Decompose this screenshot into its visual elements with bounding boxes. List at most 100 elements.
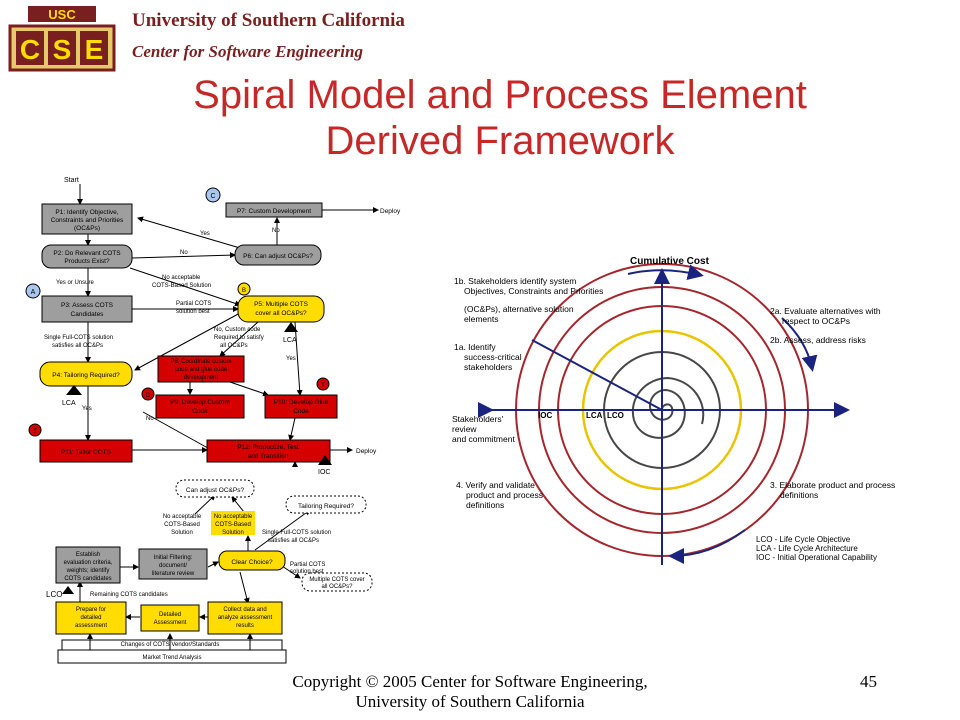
cumulative-cost-label: Cumulative Cost xyxy=(630,256,710,267)
filtering-box xyxy=(138,548,208,580)
p6-label: P6: Can adjust OC&Ps? xyxy=(243,253,313,260)
direction-arrow-bottom xyxy=(668,529,746,564)
edge-partial-1: Partial COTS xyxy=(176,301,211,307)
p11-label: P11: Tailor COTS xyxy=(61,449,112,456)
lca-triangle-left xyxy=(66,385,82,395)
p4-label: P4: Tailoring Required? xyxy=(52,372,120,379)
single-2: satisfies all OC&Ps xyxy=(268,538,319,544)
direction-arrow-top xyxy=(627,264,704,281)
partial-2: solution best xyxy=(290,569,324,575)
p9-line-2: Code xyxy=(192,408,208,415)
lco-label: LCO xyxy=(46,590,62,599)
remaining-label: Remaining COTS candidates xyxy=(90,592,168,598)
axis-label-lco: LCO xyxy=(607,411,624,420)
no-acc-box-1: No acceptable xyxy=(214,514,253,520)
p5-box xyxy=(237,295,325,323)
legend-ioc: IOC - Initial Operational Capability xyxy=(756,553,877,562)
lca-label-right: LCA xyxy=(283,337,297,344)
edge-no-1: No xyxy=(272,228,280,234)
s1b-line-1: 1b. Stakeholders identify system xyxy=(454,276,576,286)
p7-label: P7: Custom Development xyxy=(237,208,311,215)
p1-box xyxy=(41,203,133,235)
lca-triangle-right xyxy=(284,322,298,332)
title-line-1: Spiral Model and Process Element xyxy=(193,73,807,117)
p8-line-2: code and glue code xyxy=(175,367,228,373)
inner-spiral xyxy=(631,376,705,439)
badge-t-2 xyxy=(316,377,330,391)
p1-line-2: Constraints and Priorities xyxy=(51,217,124,224)
collect-2: analyze assessment xyxy=(218,615,273,621)
s4-line-3: definitions xyxy=(466,500,504,510)
p9-line-1: P9: Develop Custom xyxy=(170,399,230,406)
market-box xyxy=(57,649,287,664)
p5-line-1: P5: Multiple COTS xyxy=(254,301,308,308)
edge-partial-2: solution best xyxy=(176,309,210,315)
prepare-1: Prepare for xyxy=(76,607,106,613)
p1-line-3: (OC&Ps) xyxy=(74,225,100,232)
s2-line-1: 2a. Evaluate alternatives with xyxy=(770,306,881,316)
edge-yes-1: Yes xyxy=(200,231,210,237)
badge-t-1-label: T xyxy=(33,429,37,435)
establish-box xyxy=(55,546,121,584)
edge-no-2: No xyxy=(180,250,188,256)
legend-lco: LCO - Life Cycle Objective xyxy=(756,535,851,544)
deploy-top: Deploy xyxy=(380,208,401,215)
badge-a xyxy=(25,283,41,299)
cse-logo: USC C S E xyxy=(8,6,116,72)
p6-box xyxy=(234,244,322,266)
establish-2: evaluation criteria, xyxy=(64,560,113,566)
collect-1: Collect data and xyxy=(223,607,266,613)
edge-yes-2: Yes xyxy=(286,356,296,362)
filtering-1: Initial Filtering: xyxy=(154,555,193,561)
s3-line-1: 3. Elaborate product and process xyxy=(770,480,895,490)
axis-label-lca: LCA xyxy=(586,411,603,420)
establish-4: COTS candidates xyxy=(64,576,111,582)
edge-no-acceptable-2: COTS-Based Solution xyxy=(152,283,211,289)
badge-t-2-label: T xyxy=(321,383,325,389)
prepare-box xyxy=(55,601,127,635)
copyright-line-2: University of Southern California xyxy=(355,692,585,711)
copyright: Copyright © 2005 Center for Software Eng… xyxy=(250,672,690,712)
no-acc-left-1: No acceptable xyxy=(163,514,202,520)
p11-box xyxy=(39,439,133,463)
s1a-line-2: success-critical xyxy=(464,352,522,362)
assessment-process-diagram: Can adjust OC&Ps? Tailoring Required? No… xyxy=(46,479,373,664)
ioc-triangle xyxy=(318,455,332,465)
no-acc-box-3: Solution xyxy=(222,530,244,536)
title-line-2: Derived Framework xyxy=(325,119,675,163)
p10-line-1: P10: Develop Glue xyxy=(274,399,329,406)
no-acc-left-2: COTS-Based xyxy=(164,522,200,528)
multiple-1: Multiple COTS cover xyxy=(309,577,364,583)
detailed-box xyxy=(140,604,200,632)
multiple-2: all OC&Ps? xyxy=(321,584,353,590)
edge-yes-3: Yes xyxy=(82,406,92,412)
badge-b xyxy=(237,282,251,296)
p10-box xyxy=(264,394,338,419)
badge-t-1 xyxy=(28,423,42,437)
s1b-line-3: (OC&Ps), alternative solution xyxy=(464,304,574,314)
edge-single-2: satisfies all OC&Ps xyxy=(52,343,103,349)
edge-yes-or-unsure: Yes or Unsure xyxy=(56,280,94,286)
collect-3: results xyxy=(236,623,254,629)
deploy-bottom: Deploy xyxy=(356,448,377,455)
logo-usc: USC xyxy=(48,7,76,22)
s4-line-2: product and process xyxy=(466,490,543,500)
p2-line-1: P2: Do Relevant COTS xyxy=(53,250,121,257)
filtering-3: literature review xyxy=(152,571,195,577)
q-adjust-box xyxy=(175,479,255,498)
badge-c xyxy=(205,187,221,203)
logo-letter-e: E xyxy=(85,34,104,65)
detailed-2: Assessment xyxy=(154,620,187,626)
edge-no-custom-3: all OC&Ps xyxy=(220,343,248,349)
legend-lca: LCA - Life Cycle Architecture xyxy=(756,544,858,553)
p1-line-1: P1: Identify Objective, xyxy=(55,209,118,216)
p5-line-2: cover all OC&Ps? xyxy=(255,310,307,317)
detailed-1: Detailed xyxy=(159,612,181,618)
s1a-line-1: 1a. Identify xyxy=(454,342,496,352)
logo-letter-s: S xyxy=(53,34,72,65)
flow-start: Start xyxy=(64,177,79,184)
p2-box xyxy=(41,244,133,269)
filtering-2: document/ xyxy=(159,563,187,569)
p8-box xyxy=(157,355,245,383)
s1a-line-3: stakeholders xyxy=(464,362,512,372)
